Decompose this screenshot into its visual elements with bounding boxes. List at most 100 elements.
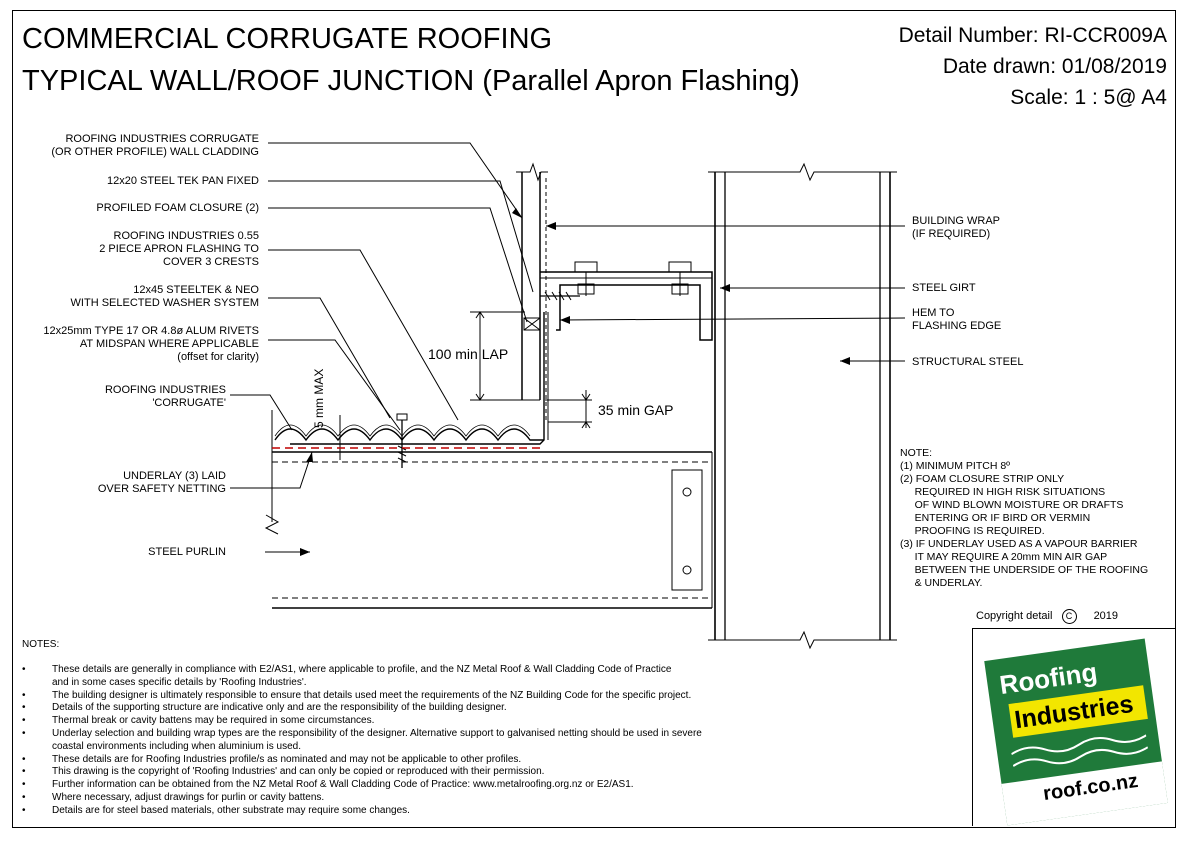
dimension-5mm: 5 mm MAX (312, 368, 326, 428)
arrow-girt (720, 284, 730, 292)
column-break-top (708, 162, 897, 182)
note-bullet: • (22, 689, 26, 701)
side-note-line: BETWEEN THE UNDERSIDE OF THE ROOFING (900, 564, 1149, 576)
title-line-2: TYPICAL WALL/ROOF JUNCTION (Parallel Apr… (22, 65, 800, 97)
logo-waves (1010, 734, 1149, 767)
side-note: NOTE: (1) MINIMUM PITCH 8º(2) FOAM CLOSU… (900, 447, 1149, 590)
leader-rivets (268, 339, 401, 431)
note-text: These details are for Roofing Industries… (52, 753, 522, 765)
leader-corrugate (230, 394, 293, 431)
side-note-line: ENTERING OR IF BIRD OR VERMIN (900, 512, 1091, 524)
foam-closure (523, 317, 541, 331)
note-bullet: • (22, 715, 26, 727)
note-text: coastal environments including when alum… (52, 740, 302, 752)
label-building-wrap: BUILDING WRAP(IF REQUIRED) (912, 215, 1001, 240)
screw-thread (544, 291, 572, 301)
note-item: • These details are generally in complian… (22, 664, 962, 677)
note-bullet: • (22, 804, 26, 816)
notes-title: NOTES: (22, 639, 60, 650)
label-purlin: STEEL PURLIN (148, 546, 226, 558)
note-item: • The building designer is ultimately res… (22, 690, 962, 703)
girt-profile (540, 271, 713, 341)
note-text: Where necessary, adjust drawings for pur… (52, 791, 325, 803)
note-text: Further information can be obtained from… (52, 779, 634, 791)
note-item: • Details of the supporting structure are… (22, 702, 962, 715)
note-item: • These details are for Roofing Industrie… (22, 754, 962, 767)
note-text: Thermal break or cavity battens may be r… (52, 715, 375, 727)
note-item: • Thermal break or cavity battens may be … (22, 715, 962, 728)
side-note-line: IT MAY REQUIRE A 20mm MIN AIR GAP (900, 551, 1108, 563)
side-note-line: (1) MINIMUM PITCH 8º (900, 460, 1010, 472)
side-note-lines: (1) MINIMUM PITCH 8º(2) FOAM CLOSURE STR… (900, 460, 1148, 590)
note-item: • Details are for steel based materials, … (22, 805, 962, 818)
label-cladding: ROOFING INDUSTRIES CORRUGATE(OR OTHER PR… (51, 133, 259, 158)
side-note-line: (2) FOAM CLOSURE STRIP ONLY (900, 473, 1065, 485)
lap-dimension-arrows (475, 311, 485, 401)
cleat-bolt-top (682, 487, 692, 497)
note-bullet: • (22, 727, 26, 739)
roofing-industries-logo: Roofing Industries roof.co.nz (984, 638, 1168, 826)
drawing-frame (12, 10, 1176, 828)
leader-cladding (268, 142, 523, 219)
corrugate-profile (274, 428, 544, 442)
side-note-line: (3) IF UNDERLAY USED AS A VAPOUR BARRIER (900, 538, 1138, 550)
side-note-line: OF WIND BLOWN MOISTURE OR DRAFTS (900, 499, 1124, 511)
leader-steeltek (268, 297, 391, 419)
note-item: • Where necessary, adjust drawings for pu… (22, 792, 962, 805)
bolt-head-1 (574, 261, 598, 273)
label-structural-steel: STRUCTURAL STEEL (912, 356, 1024, 368)
note-text: These details are generally in complianc… (52, 664, 672, 675)
arrow-cladding (512, 208, 522, 218)
note-bullet: • (22, 753, 26, 765)
date-drawn: Date drawn: 01/08/2019 (942, 55, 1167, 78)
roof-screw-washer (396, 413, 408, 421)
side-note-line: & UNDERLAY. (900, 577, 983, 589)
purlin-cleat (671, 469, 703, 591)
dimension-lap: 100 min LAP (428, 346, 509, 362)
note-text: Underlay selection and building wrap typ… (52, 727, 702, 739)
note-text: Details are for steel based materials, o… (52, 804, 410, 816)
side-note-line: REQUIRED IN HIGH RISK SITUATIONS (900, 486, 1106, 498)
bolt-nut-2 (671, 283, 689, 295)
note-text: Details of the supporting structure are … (52, 702, 507, 714)
notes-list: • These details are generally in complian… (22, 664, 962, 818)
note-item: and in some cases specific details by 'R… (22, 677, 962, 690)
note-bullet: • (22, 664, 26, 675)
arrow-hem (560, 316, 570, 324)
label-foam: PROFILED FOAM CLOSURE (2) (96, 202, 259, 214)
break-symbol (264, 514, 280, 535)
apron-flashing (290, 312, 545, 445)
label-tek: 12x20 STEEL TEK PAN FIXED (106, 175, 259, 187)
arrow-wrap (546, 222, 556, 230)
bolt-nut-1 (577, 283, 595, 295)
label-steel-girt: STEEL GIRT (912, 282, 976, 294)
arrow-purlin (300, 548, 310, 556)
leader-tek (268, 180, 534, 293)
leader-hem (559, 317, 906, 321)
note-item: •This drawing is the copyright of 'Roofi… (22, 766, 962, 779)
copyright: Copyright detail C 2019 (976, 609, 1119, 624)
side-note-line: PROOFING IS REQUIRED. (900, 525, 1045, 537)
note-text: The building designer is ultimately resp… (52, 689, 692, 701)
note-bullet: • (22, 791, 26, 803)
note-item: coastal environments including when alum… (22, 741, 962, 754)
note-text: and in some cases specific details by 'R… (52, 676, 307, 688)
leader-apron (268, 249, 459, 421)
wall-break (516, 162, 548, 182)
note-item: •Further information can be obtained fro… (22, 779, 962, 792)
bolt-head-2 (668, 261, 692, 273)
logo-box: Roofing Industries roof.co.nz (972, 628, 1176, 826)
cleat-bolt-bottom (682, 565, 692, 575)
note-bullet: • (22, 702, 26, 714)
arrow-underlay (306, 452, 313, 462)
leader-foam (268, 207, 528, 323)
note-item: • Underlay selection and building wrap ty… (22, 728, 962, 741)
label-corrugate: ROOFING INDUSTRIES'CORRUGATE' (104, 384, 226, 409)
dimension-gap: 35 min GAP (598, 402, 674, 418)
leader-underlay (230, 451, 313, 489)
